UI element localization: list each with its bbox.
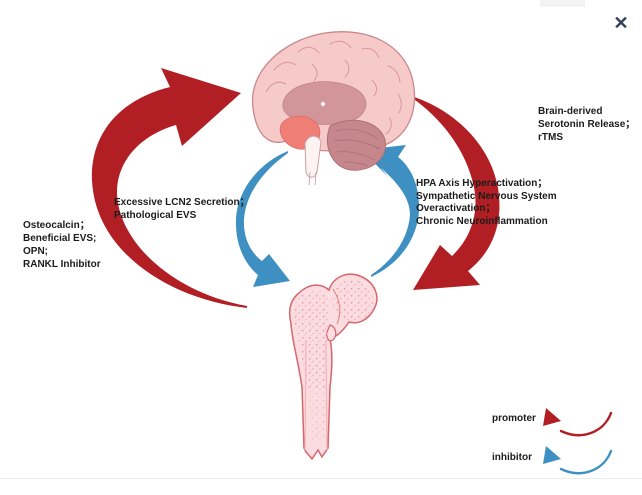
page-edge-artifact [540,0,585,7]
promoter-arrow-bone-to-brain [91,68,248,308]
inhibitor-arrow-bone-to-brain [362,145,420,277]
close-icon[interactable]: ✕ [608,10,634,36]
legend-inhibitor-label: inhibitor [492,452,532,463]
promoter-legend-arrow [543,408,613,437]
label-bone-to-brain-promoters: Osteocalcin； Beneficial EVS; OPN; RANKL … [23,220,101,270]
legend-promoter-label: promoter [492,413,536,424]
bottom-divider [0,478,642,479]
label-brain-to-bone-inhibitors: Excessive LCN2 Secretion； Pathological E… [114,197,250,221]
inhibitor-arrow-brain-to-bone [235,151,290,287]
brain-illustration [251,31,416,186]
label-brain-promoters: Brain-derived Serotonin Release； rTMS [538,106,636,143]
femur-illustration [288,273,378,461]
label-brain-to-bone-promoters: HPA Axis Hyperactivation； Sympathetic Ne… [416,178,557,227]
inhibitor-legend-arrow [543,446,613,475]
promoter-arrow-brain-to-bone [408,95,500,290]
